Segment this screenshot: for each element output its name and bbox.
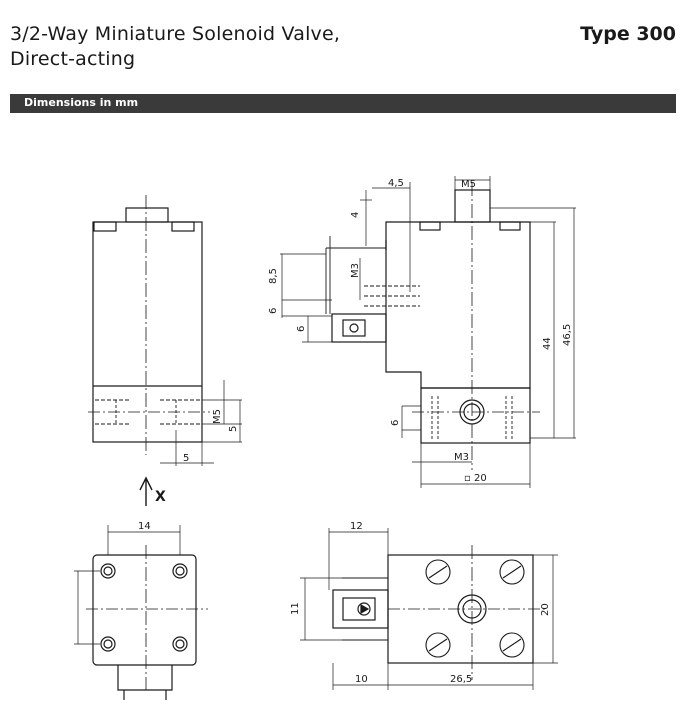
dim-m5-top: M5 [461,179,476,190]
dim-4: 4 [350,212,361,218]
type-label: Type 300 [580,23,676,45]
dim-11: 11 [290,602,301,615]
dim-m3-side: M3 [350,263,361,278]
dim-square-20: ▫ 20 [464,473,487,484]
screw-heads [425,559,525,658]
dim-6-c: 6 [390,420,401,426]
dim-12: 12 [350,521,363,532]
dim-m5-left: M5 [212,409,223,424]
dim-10: 10 [355,674,368,685]
title-line-1: 3/2-Way Miniature Solenoid Valve, [10,23,341,45]
dim-44: 44 [542,337,553,350]
dim-6-a: 6 [268,308,279,314]
front-view [88,195,242,506]
dim-5-vertical: 5 [228,426,239,432]
dim-5-horizontal: 5 [183,453,189,464]
section-label: Dimensions in mm [24,96,139,109]
dim-6-b: 6 [296,326,307,332]
dim-46-5: 46,5 [562,324,573,346]
dim-26-5: 26,5 [450,674,472,685]
dim-8-5: 8,5 [268,268,279,284]
page-title: 3/2-Way Miniature Solenoid Valve, Direct… [10,22,340,72]
view-arrow-label: X [155,489,166,505]
dim-4-5: 4,5 [388,178,404,189]
dim-14: 14 [138,521,151,532]
side-view [280,176,576,488]
title-line-2: Direct-acting [10,48,136,70]
section-band: Dimensions in mm [10,94,676,113]
dim-m3-bottom: M3 [454,452,469,463]
dim-20: 20 [540,603,551,616]
top-view [300,528,558,690]
bottom-view [74,525,208,700]
